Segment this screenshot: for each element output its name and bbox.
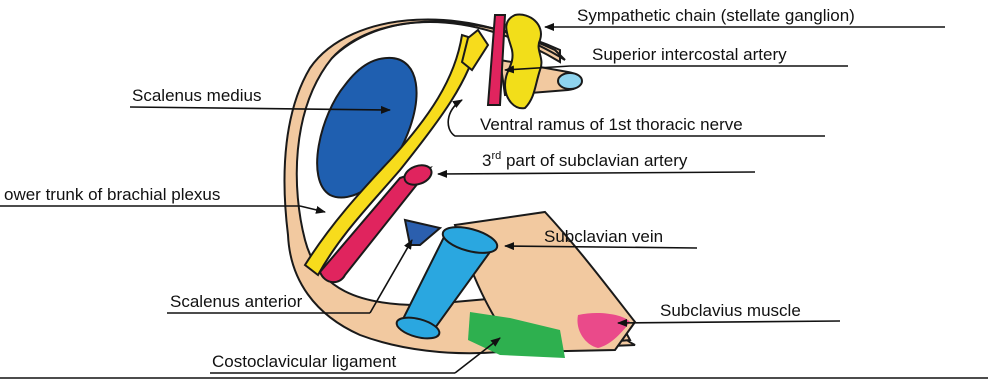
leader-scalenus-anterior-2 <box>370 240 412 313</box>
scalenus-anterior-shape <box>405 220 440 245</box>
label-subclavius-muscle: Subclavius muscle <box>660 301 801 320</box>
leader-subclavian-artery <box>438 172 755 174</box>
rib-head-cut-end <box>558 73 582 89</box>
label-costoclavicular: Costoclavicular ligament <box>212 352 397 371</box>
label-sympathetic-chain: Sympathetic chain (stellate ganglion) <box>577 6 855 25</box>
label-superior-intercostal: Superior intercostal artery <box>592 45 787 64</box>
leader-lower-trunk-2 <box>300 206 325 212</box>
label-scalenus-medius: Scalenus medius <box>132 86 261 105</box>
label-scalenus-anterior: Scalenus anterior <box>170 292 303 311</box>
label-lower-trunk: ower trunk of brachial plexus <box>4 185 220 204</box>
label-ventral-ramus: Ventral ramus of 1st thoracic nerve <box>480 115 743 134</box>
label-subclavian-artery: 3rd part of subclavian artery <box>482 150 688 170</box>
label-subclavian-vein: Subclavian vein <box>544 227 663 246</box>
leader-subclavius <box>618 321 840 323</box>
